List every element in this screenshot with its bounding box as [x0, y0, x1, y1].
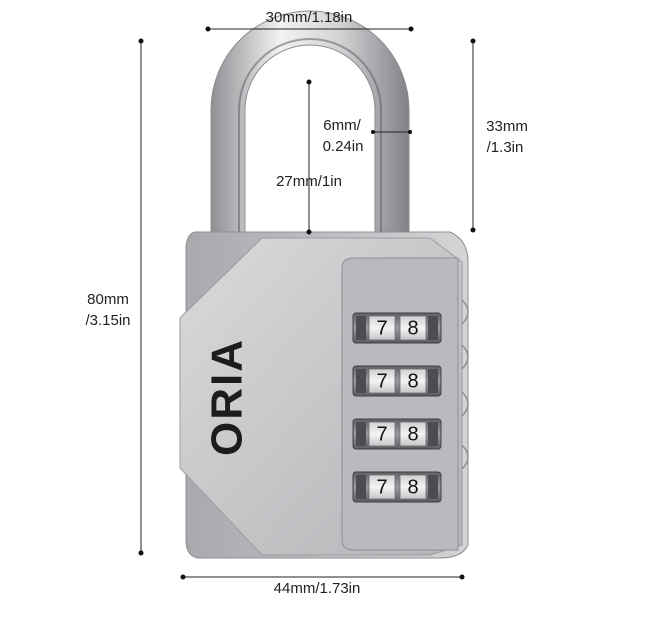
dial-edge: [356, 475, 366, 499]
dial-edge: [356, 422, 366, 446]
brand-logo: ORIA: [203, 338, 252, 456]
dial-edge: [428, 422, 438, 446]
shackle-thickness-line2: 0.24in: [323, 138, 364, 155]
dial-window: [352, 418, 442, 450]
inner-height-label: 27mm/1in: [276, 173, 342, 190]
total-height-line2: /3.15in: [85, 312, 130, 329]
dial-wheel: [399, 315, 427, 341]
dial-wheel: [368, 421, 396, 447]
dial-digit-right: 8: [407, 370, 418, 392]
width-top-label: 30mm/1.18in: [266, 9, 353, 26]
body-width-label: 44mm/1.73in: [274, 580, 361, 597]
dimension-inner-height: 27mm/1in: [276, 79, 342, 235]
dial-window: [352, 365, 442, 397]
dimension-total-height: 80mm /3.15in: [85, 38, 144, 556]
dial-wheel: [368, 474, 396, 500]
dial-edge: [356, 369, 366, 393]
dial-digit-right: 8: [407, 317, 418, 339]
dial-edge: [428, 369, 438, 393]
clearance-line2: /1.3in: [487, 139, 524, 156]
dial-wheel: [368, 368, 396, 394]
dial-window: [352, 471, 442, 503]
dimension-body-width: 44mm/1.73in: [180, 574, 465, 597]
total-height-line1: 80mm: [87, 291, 129, 308]
dial-wheel: [399, 421, 427, 447]
dial-wheel: [399, 474, 427, 500]
dial-edge: [428, 316, 438, 340]
dial-window: [352, 312, 442, 344]
shackle-thickness-line1: 6mm/: [323, 117, 361, 134]
dimension-shackle-clearance: 33mm /1.3in: [470, 38, 528, 233]
dial-digit-right: 8: [407, 476, 418, 498]
dimension-width-top: 30mm/1.18in: [205, 9, 414, 32]
dial-edge: [428, 475, 438, 499]
dial-digit-left: 7: [376, 370, 387, 392]
dial-digit-right: 8: [407, 423, 418, 445]
dial-wheel: [399, 368, 427, 394]
clearance-line1: 33mm: [486, 118, 528, 135]
dial-digit-left: 7: [376, 317, 387, 339]
shackle: [210, 10, 410, 246]
dial-wheel: [368, 315, 396, 341]
dial-edge: [356, 316, 366, 340]
dial-digit-left: 7: [376, 476, 387, 498]
dial-digit-left: 7: [376, 423, 387, 445]
dimension-shackle-thickness: 6mm/ 0.24in: [323, 117, 412, 155]
